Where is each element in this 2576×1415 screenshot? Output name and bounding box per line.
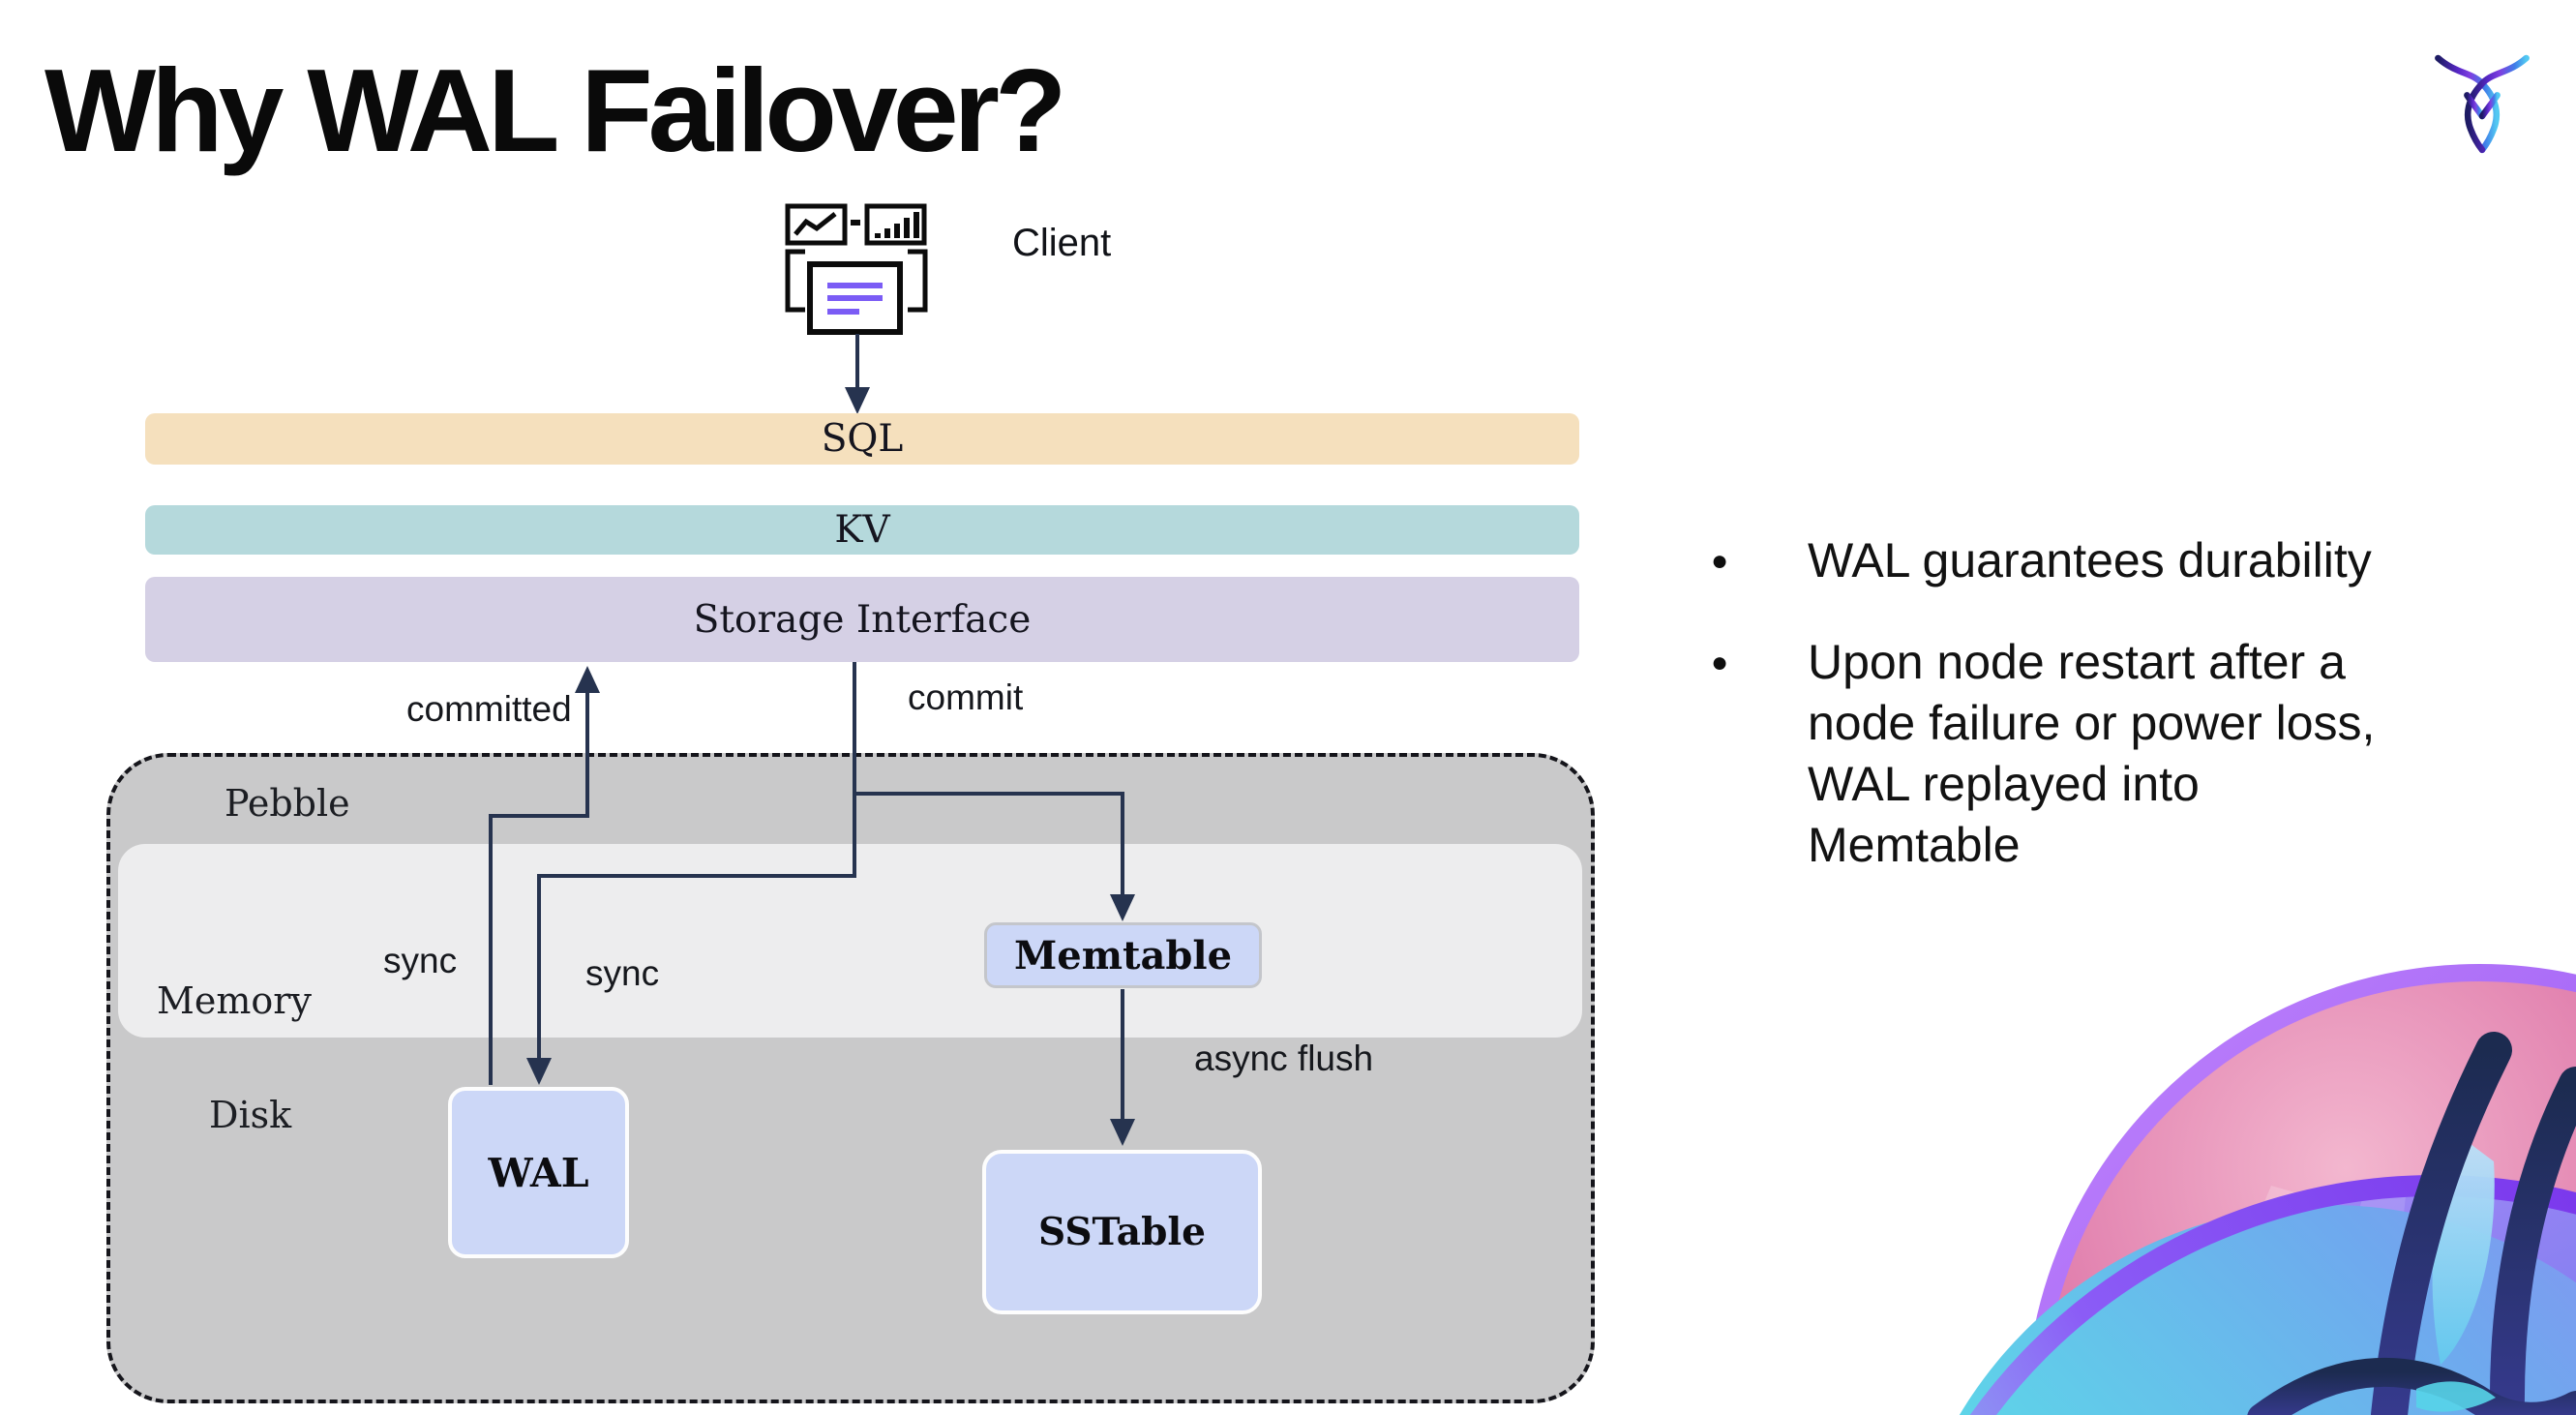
sstable-node-label: SSTable — [1038, 1210, 1206, 1254]
sync-right-edge-label: sync — [585, 953, 660, 993]
sync-left-edge-label: sync — [383, 941, 458, 980]
cockroachdb-logo-icon — [2424, 46, 2540, 163]
committed-arrowhead — [575, 666, 600, 693]
storage-interface-label: Storage Interface — [693, 597, 1032, 642]
bullet-icon: ● — [1711, 545, 1729, 577]
pebble-label: Pebble — [225, 782, 350, 825]
committed-edge-label: committed — [406, 689, 572, 729]
bullet-icon: ● — [1711, 647, 1729, 678]
wal-node: WAL — [448, 1087, 629, 1258]
brand-artwork — [1952, 958, 2576, 1415]
wal-node-label: WAL — [488, 1149, 589, 1196]
doc-text-lines — [827, 283, 883, 315]
commit-edge-label: commit — [908, 677, 1024, 717]
list-item: ● Upon node restart after a node failure… — [1711, 632, 2393, 876]
sstable-node: SSTable — [982, 1150, 1262, 1314]
memory-band — [118, 844, 1582, 1038]
sql-layer-label: SQL — [821, 417, 904, 461]
memtable-node: Memtable — [984, 922, 1262, 988]
client-label: Client — [1012, 222, 1112, 264]
bullet-text: Upon node restart after a node failure o… — [1808, 635, 2376, 872]
async-flush-edge-label: async flush — [1194, 1039, 1374, 1078]
disk-label: Disk — [209, 1094, 292, 1136]
sql-layer-bar: SQL — [145, 413, 1579, 465]
client-terminal-icon — [774, 194, 939, 339]
bullet-list: ● WAL guarantees durability ● Upon node … — [1711, 530, 2393, 876]
pink-ring — [2025, 964, 2576, 1415]
list-item: ● WAL guarantees durability — [1711, 530, 2393, 591]
bullet-text: WAL guarantees durability — [1808, 533, 2372, 587]
client-arrowhead — [845, 387, 870, 414]
memtable-node-label: Memtable — [1013, 932, 1233, 978]
memory-label: Memory — [157, 979, 312, 1022]
kv-layer-label: KV — [834, 508, 890, 552]
cyan-leaf — [2416, 1381, 2496, 1412]
kv-layer-bar: KV — [145, 505, 1579, 555]
storage-interface-bar: Storage Interface — [145, 577, 1579, 662]
page-title: Why WAL Failover? — [45, 45, 1067, 176]
